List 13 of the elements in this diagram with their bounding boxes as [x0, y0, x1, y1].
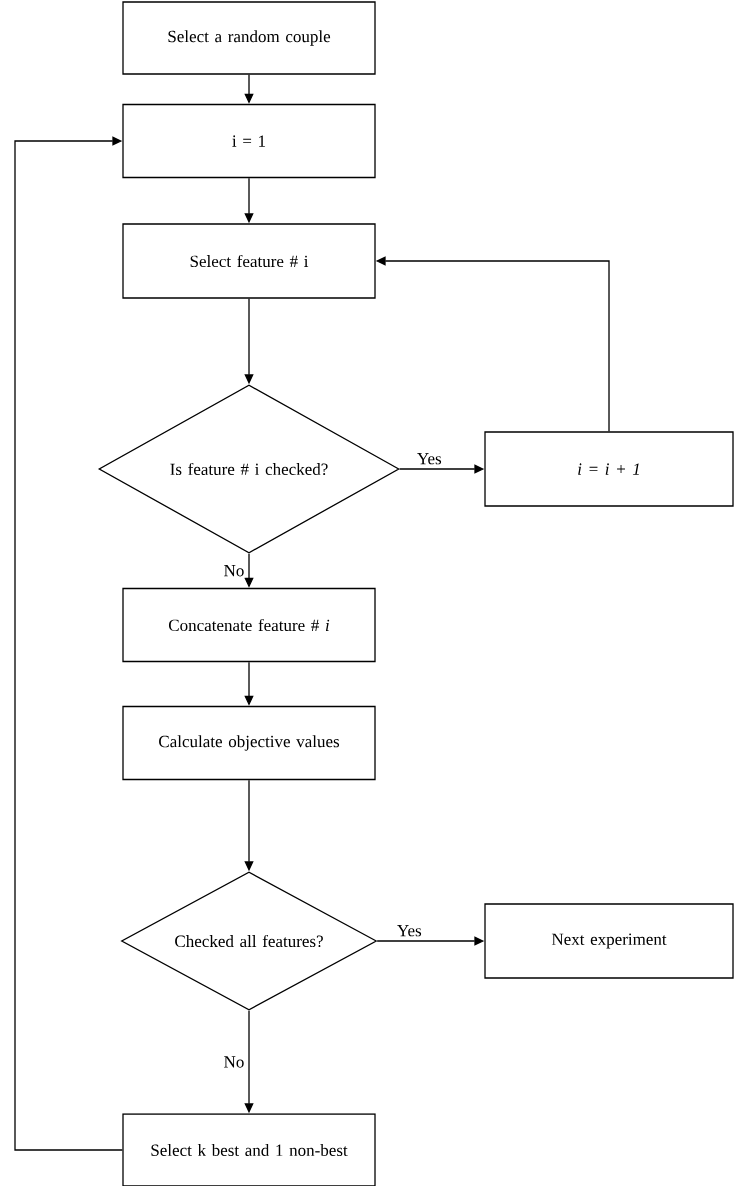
edge-label: No: [222, 564, 246, 578]
process-box: Select a random couple: [122, 1, 376, 75]
process-box: Select k best and 1 non-best: [122, 1113, 376, 1186]
process-box: i = i + 1: [484, 431, 734, 507]
edge-label: No: [222, 1055, 246, 1069]
process-box: Concatenate feature # i: [122, 587, 376, 663]
process-box: Select feature # i: [122, 223, 376, 299]
process-box: Calculate objective values: [122, 705, 376, 781]
arrow: [14, 136, 123, 1151]
edge-label: Yes: [415, 452, 443, 466]
process-box: i = 1: [122, 103, 376, 179]
edge-label: Yes: [395, 924, 423, 938]
process-box: Next experiment: [484, 903, 734, 979]
